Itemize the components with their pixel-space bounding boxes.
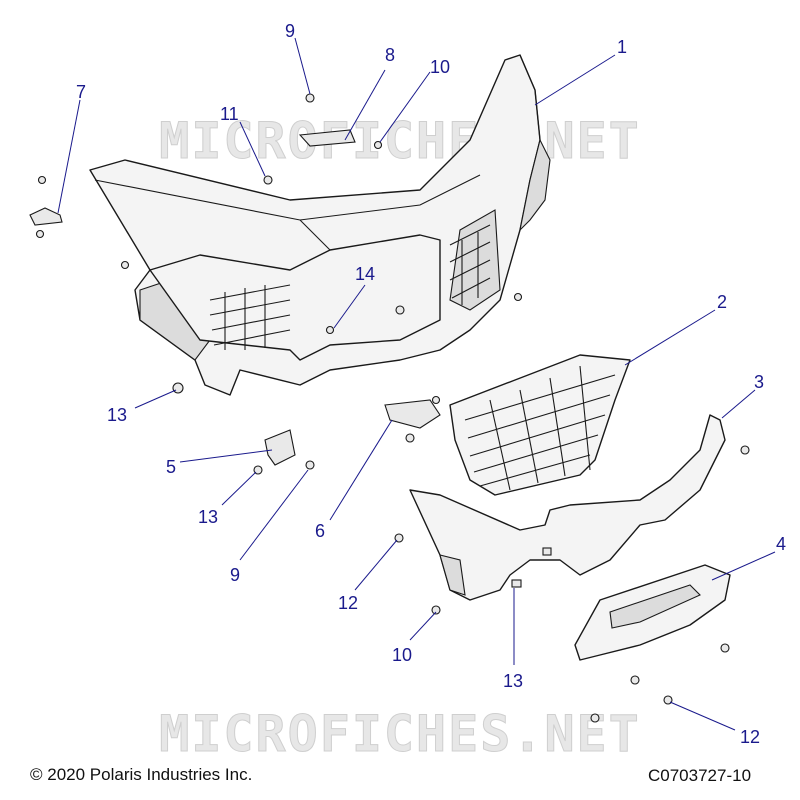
grille-insert-part xyxy=(449,354,631,496)
callout-11: 11 xyxy=(220,104,239,124)
bracket-6 xyxy=(384,399,441,429)
callout-12-left: 12 xyxy=(338,593,359,613)
callout-6: 6 xyxy=(315,521,326,541)
diagram-code: C0703727-10 xyxy=(648,766,752,785)
callout-13-left: 13 xyxy=(107,405,128,425)
callout-9-top: 9 xyxy=(285,21,296,41)
watermark-top: MICROFICHES.NET xyxy=(159,112,641,171)
lower-bumper-part xyxy=(409,414,726,601)
callout-10-top: 10 xyxy=(430,57,451,77)
callout-7: 7 xyxy=(76,82,87,102)
callout-13-mid: 13 xyxy=(198,507,219,527)
callout-9-bottom: 9 xyxy=(230,565,241,585)
front-frame-part xyxy=(89,54,551,396)
callout-4: 4 xyxy=(776,534,787,554)
bracket-7 xyxy=(29,207,63,226)
callout-2: 2 xyxy=(717,292,728,312)
watermark-bottom: MICROFICHES.NET xyxy=(159,705,641,764)
skid-plate-part xyxy=(574,564,731,661)
callout-3: 3 xyxy=(754,372,765,392)
bracket-5 xyxy=(264,429,296,466)
callout-8: 8 xyxy=(385,45,396,65)
leader-lines xyxy=(57,37,776,731)
callout-13-bottom: 13 xyxy=(503,671,524,691)
copyright-text: © 2020 Polaris Industries Inc. xyxy=(30,765,253,784)
bracket-8 xyxy=(298,129,356,147)
callout-12-right: 12 xyxy=(740,727,761,747)
callout-14: 14 xyxy=(355,264,376,284)
callout-10-bottom: 10 xyxy=(392,645,413,665)
callout-5: 5 xyxy=(166,457,177,477)
hardware-items xyxy=(29,93,750,723)
callout-1: 1 xyxy=(617,37,628,57)
